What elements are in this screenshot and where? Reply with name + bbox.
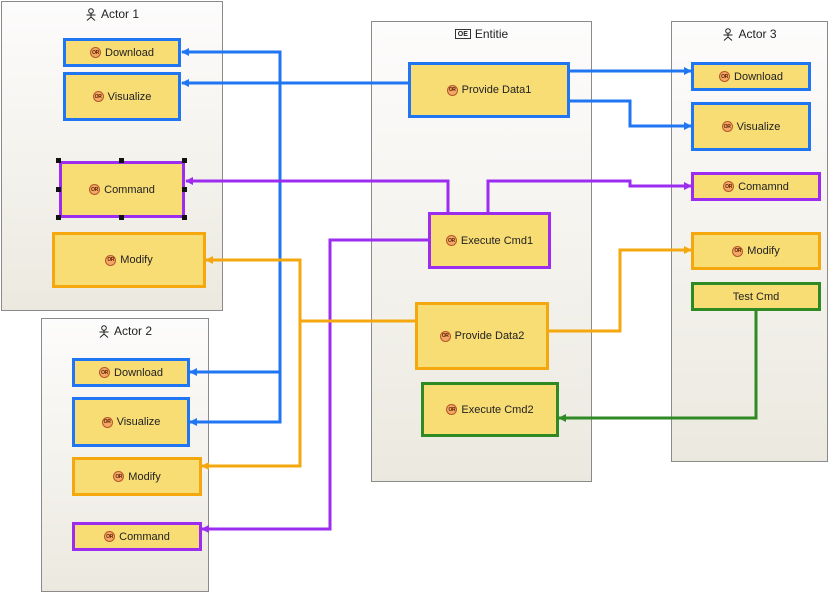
actor1-header: Actor 1 xyxy=(2,7,222,21)
node-label: Visualize xyxy=(107,90,152,103)
actor2-title: Actor 2 xyxy=(113,324,152,338)
node-label: Command xyxy=(119,530,170,543)
node-label: Visualize xyxy=(116,416,161,428)
operation-icon: OR xyxy=(439,330,451,342)
selection-handle[interactable] xyxy=(182,158,187,163)
actor1-visualize-node[interactable]: OR Visualize xyxy=(63,72,181,121)
node-label: Modify xyxy=(128,470,161,483)
connector-pd2-a2-modify xyxy=(201,321,302,470)
entitie-provide-data1-node[interactable]: OR Provide Data1 xyxy=(408,62,570,118)
operation-icon: OR xyxy=(92,91,104,102)
actor1-command-node[interactable]: OR Command xyxy=(59,161,185,218)
actor3-modify-node[interactable]: OR Modify xyxy=(691,232,821,270)
node-label: Comamnd xyxy=(738,180,789,193)
operation-icon: OR xyxy=(719,71,731,82)
operation-icon: OR xyxy=(446,404,458,415)
selection-handle[interactable] xyxy=(182,187,187,192)
entitie-header: ОЕ Entitie xyxy=(372,27,591,41)
actor-icon xyxy=(98,324,110,338)
operation-icon: OR xyxy=(89,184,101,195)
actor3-header: Actor 3 xyxy=(672,27,827,41)
node-label: Modify xyxy=(120,254,153,266)
entitie-execute-cmd1-node[interactable]: OR Execute Cmd1 xyxy=(428,212,551,269)
node-label: Command xyxy=(104,183,155,196)
actor3-title: Actor 3 xyxy=(738,27,777,41)
actor1-modify-node[interactable]: OR Modify xyxy=(52,232,206,288)
operation-icon: OR xyxy=(445,235,457,246)
operation-icon: OR xyxy=(101,416,113,428)
selection-handle[interactable] xyxy=(119,158,124,163)
operation-icon: OR xyxy=(446,84,458,96)
actor2-visualize-node[interactable]: OR Visualize xyxy=(72,397,190,447)
operation-icon: OR xyxy=(105,254,117,266)
node-label: Download xyxy=(105,46,154,59)
actor2-header: Actor 2 xyxy=(42,324,208,338)
node-label: Test Cmd xyxy=(732,290,780,303)
node-label: Download xyxy=(734,70,783,83)
selection-handle[interactable] xyxy=(56,215,61,220)
operation-icon: OR xyxy=(732,245,744,257)
operation-icon: OR xyxy=(723,181,735,192)
node-label: Execute Cmd2 xyxy=(461,403,534,416)
actor-icon xyxy=(722,27,734,41)
selection-handle[interactable] xyxy=(119,215,124,220)
actor-icon xyxy=(85,7,97,21)
actor2-modify-node[interactable]: OR Modify xyxy=(72,457,202,496)
node-label: Modify xyxy=(747,245,780,257)
selection-handle[interactable] xyxy=(56,187,61,192)
node-label: Provide Data2 xyxy=(454,330,525,342)
actor2-download-node[interactable]: OR Download xyxy=(72,358,190,387)
selection-handle[interactable] xyxy=(56,158,61,163)
operation-icon: OR xyxy=(90,47,102,58)
actor1-download-node[interactable]: OR Download xyxy=(63,38,181,67)
actor3-comamnd-node[interactable]: OR Comamnd xyxy=(691,172,821,201)
actor3-test-cmd-node[interactable]: Test Cmd xyxy=(691,282,821,311)
entitie-title: Entitie xyxy=(474,27,509,41)
operation-icon: OR xyxy=(113,471,125,482)
actor3-visualize-node[interactable]: OR Visualize xyxy=(691,102,811,151)
operation-icon: OR xyxy=(99,367,111,378)
node-label: Execute Cmd1 xyxy=(460,234,534,247)
node-label: Download xyxy=(114,366,163,379)
actor3-download-node[interactable]: OR Download xyxy=(691,62,811,91)
operation-icon: OR xyxy=(721,121,733,132)
actor2-command-node[interactable]: OR Command xyxy=(72,522,202,551)
selection-handle[interactable] xyxy=(182,215,187,220)
entity-icon: ОЕ xyxy=(454,29,471,39)
actor1-title: Actor 1 xyxy=(100,7,139,21)
entitie-execute-cmd2-node[interactable]: OR Execute Cmd2 xyxy=(421,382,559,437)
operation-icon: OR xyxy=(104,531,116,542)
node-label: Visualize xyxy=(736,120,781,133)
node-label: Provide Data1 xyxy=(461,84,532,96)
entitie-provide-data2-node[interactable]: OR Provide Data2 xyxy=(415,302,549,370)
